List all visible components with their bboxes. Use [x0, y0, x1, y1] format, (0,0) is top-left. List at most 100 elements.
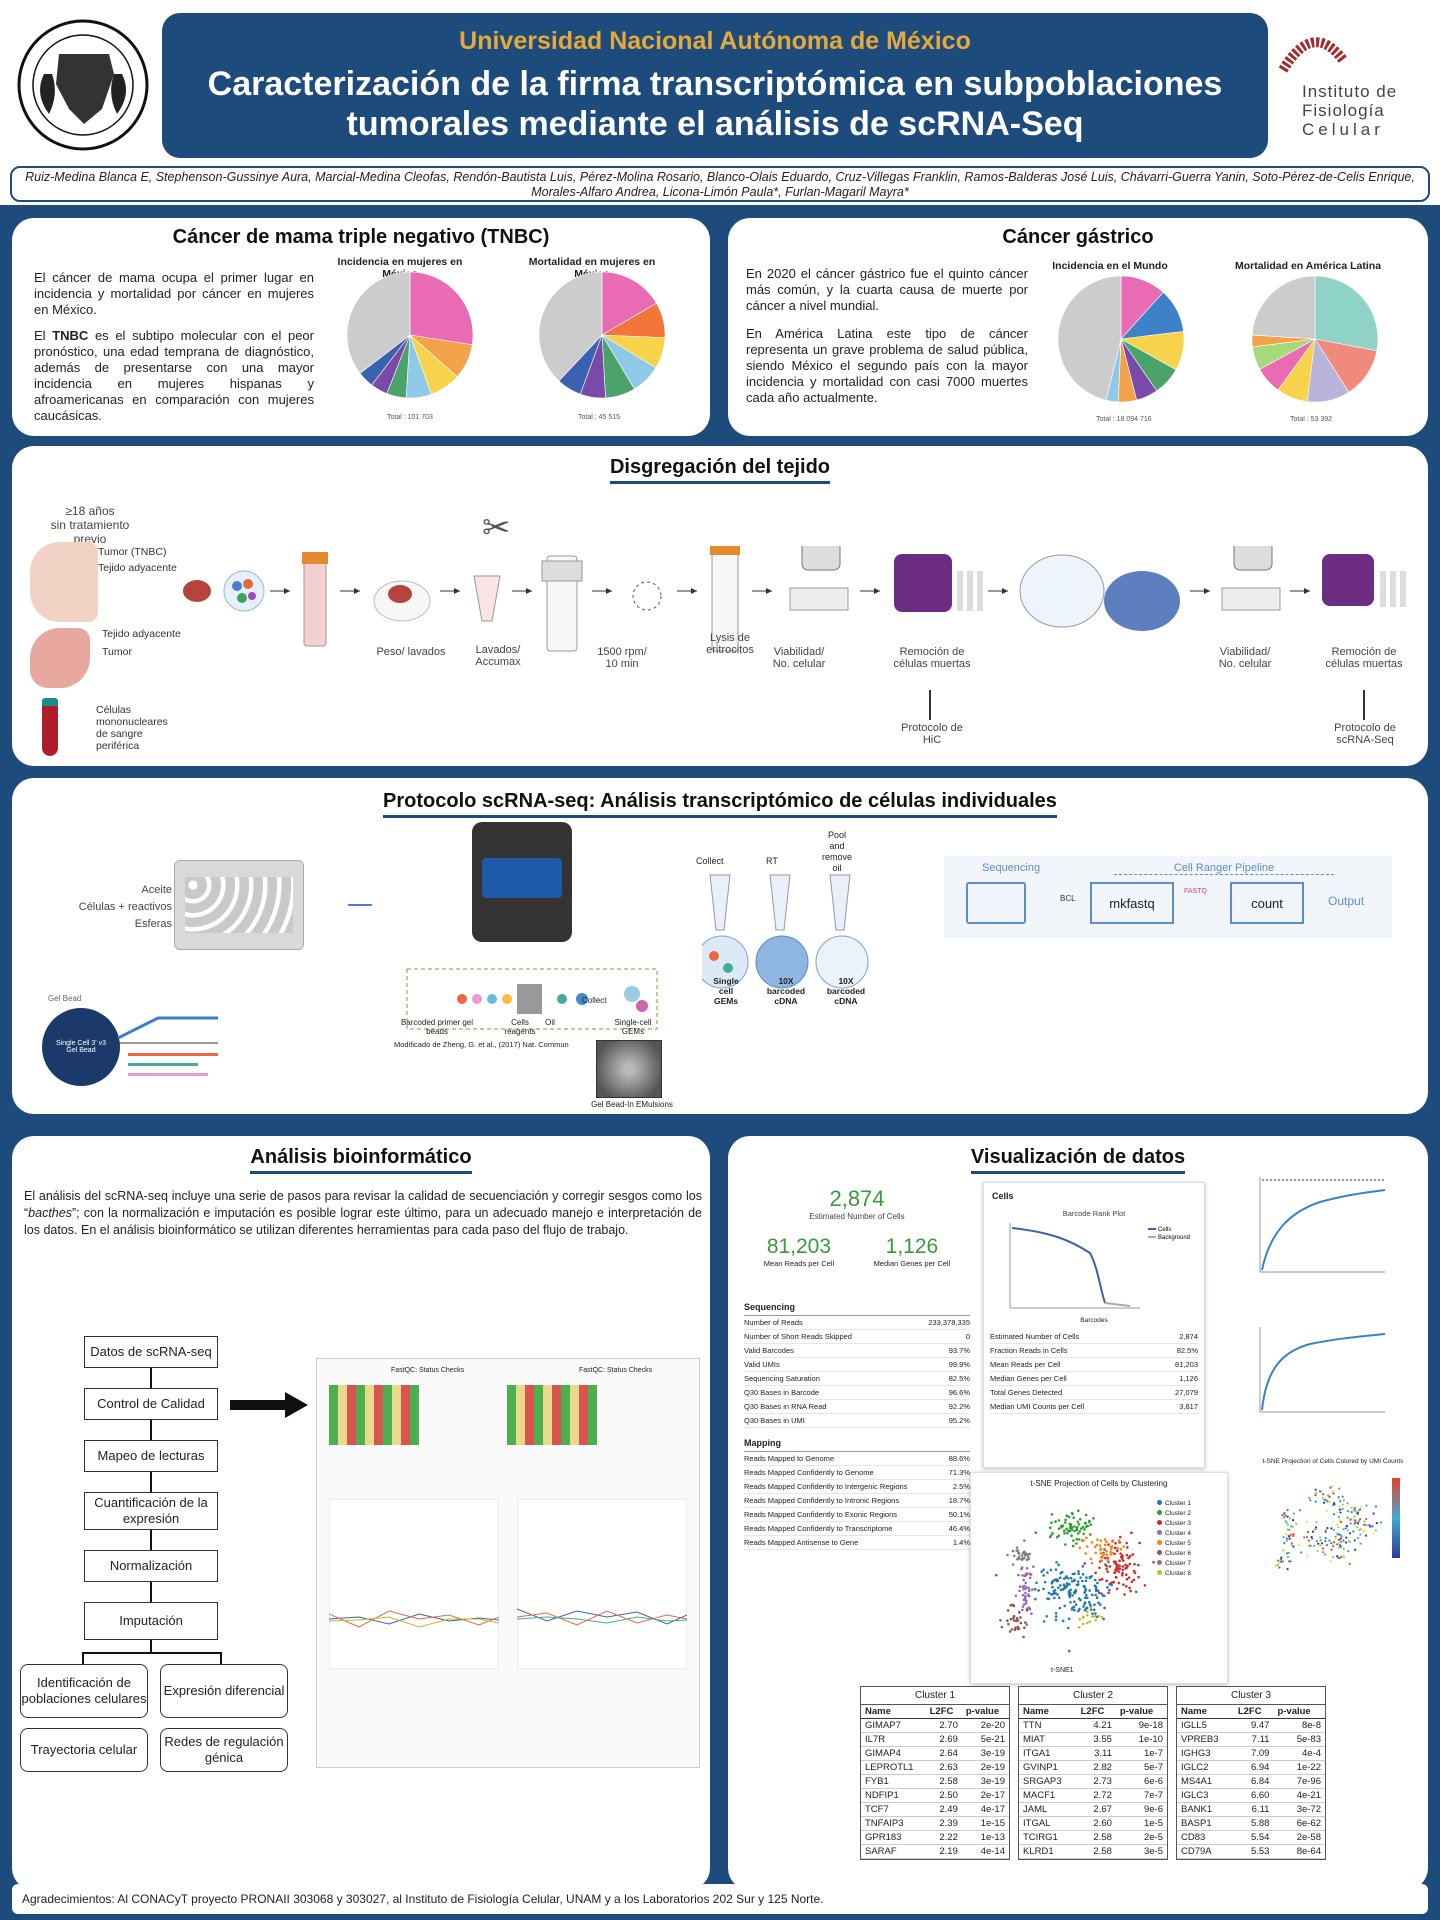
- umi-point: [1289, 1560, 1292, 1563]
- tsne-point: [1118, 1535, 1122, 1539]
- tsne-point: [1034, 1531, 1038, 1534]
- tsne-point: [1123, 1593, 1126, 1596]
- umi-point: [1283, 1512, 1286, 1515]
- poster-header: Universidad Nacional Autónoma de México …: [0, 0, 1440, 205]
- umi-point: [1347, 1510, 1350, 1513]
- tsne-point: [1072, 1539, 1075, 1542]
- tsne-point: [1105, 1567, 1108, 1571]
- tsne-point: [1024, 1591, 1027, 1595]
- umi-point: [1374, 1505, 1378, 1508]
- umi-point: [1338, 1533, 1341, 1536]
- umi-point: [1337, 1556, 1340, 1559]
- umi-point: [1314, 1494, 1317, 1497]
- tsne-point: [1127, 1556, 1131, 1559]
- tsne-point: [1097, 1601, 1100, 1605]
- umi-point: [1364, 1534, 1368, 1537]
- tsne-point: [1049, 1568, 1053, 1572]
- tsne-point: [1115, 1587, 1119, 1591]
- tsne-point: [1018, 1585, 1022, 1588]
- umi-point: [1345, 1536, 1348, 1539]
- umi-point: [1327, 1494, 1330, 1497]
- umi-point: [1334, 1536, 1337, 1540]
- metric-row: Reads Mapped Confidently to Exonic Regio…: [744, 1508, 970, 1522]
- umi-point: [1339, 1520, 1343, 1524]
- tsne-point: [1124, 1563, 1127, 1567]
- tsne-cluster-plot: [995, 1509, 1155, 1653]
- tsne-point: [1116, 1547, 1120, 1550]
- tsne-point: [1081, 1579, 1084, 1583]
- tsne-point: [1077, 1626, 1081, 1629]
- umi-point: [1306, 1531, 1310, 1534]
- tsne-point: [1111, 1540, 1114, 1543]
- umi-point: [1336, 1511, 1339, 1514]
- tsne-point: [1063, 1584, 1066, 1588]
- flow-arrow: [82, 1652, 84, 1664]
- tsne-point: [1091, 1612, 1094, 1615]
- tsne-point: [1077, 1509, 1080, 1513]
- tsne-point: [1014, 1594, 1018, 1598]
- umi-point: [1321, 1497, 1325, 1500]
- tsne-point: [1079, 1527, 1083, 1530]
- umi-point: [1290, 1542, 1293, 1545]
- tsne-point: [1103, 1543, 1107, 1547]
- tsne-point: [1096, 1581, 1099, 1585]
- umi-point: [1356, 1536, 1360, 1540]
- umi-point: [1289, 1525, 1292, 1529]
- tsne-point: [1058, 1606, 1062, 1610]
- tsne-point: [1100, 1577, 1104, 1581]
- tsne-point: [1057, 1534, 1061, 1537]
- tsne-point: [1102, 1553, 1105, 1557]
- tsne-point: [1093, 1578, 1097, 1582]
- umi-point: [1291, 1525, 1294, 1528]
- umi-point: [1339, 1511, 1342, 1514]
- tsne-point: [1011, 1549, 1015, 1553]
- umi-point: [1292, 1512, 1295, 1515]
- ifc-logo-icon: [1278, 37, 1347, 73]
- tsne-point: [1083, 1528, 1086, 1531]
- umi-point: [1374, 1529, 1377, 1532]
- tnbc-panel: Cáncer de mama triple negativo (TNBC) El…: [12, 218, 710, 436]
- tsne-point: [1138, 1541, 1141, 1545]
- tsne-point: [1037, 1589, 1040, 1592]
- fastqc-quality-plot-1: [329, 1499, 499, 1669]
- tsne-point: [1053, 1589, 1057, 1592]
- umi-point: [1338, 1505, 1341, 1508]
- tsne-point: [1107, 1543, 1110, 1546]
- breast-labels: Tumor (TNBC) Tejido adyacente: [98, 546, 177, 574]
- umi-point: [1346, 1516, 1349, 1519]
- umi-point: [1359, 1528, 1362, 1531]
- gel-bead-in-label: Gel Bead-In EMulsions: [591, 1100, 673, 1109]
- umi-point: [1338, 1544, 1342, 1547]
- tsne-point: [1102, 1617, 1105, 1621]
- flow-leaf-poblaciones: Identificación de poblaciones celulares: [20, 1664, 148, 1718]
- umi-point: [1339, 1500, 1342, 1503]
- umi-point: [1314, 1491, 1318, 1494]
- unam-seal-icon: [17, 19, 149, 151]
- tsne-point: [1083, 1601, 1087, 1604]
- tsne-point: [1055, 1535, 1059, 1539]
- tsne-point: [1100, 1559, 1103, 1562]
- tsne-point: [1022, 1598, 1026, 1602]
- tsne-point: [1054, 1611, 1058, 1615]
- umi-point: [1348, 1562, 1351, 1565]
- tsne-point: [1094, 1587, 1098, 1591]
- tsne-point: [1048, 1535, 1052, 1539]
- tsne-point: [1064, 1543, 1067, 1546]
- umi-point: [1277, 1559, 1280, 1562]
- flow-arrow: [150, 1420, 152, 1440]
- umi-point: [1346, 1502, 1349, 1505]
- umi-point: [1278, 1566, 1281, 1569]
